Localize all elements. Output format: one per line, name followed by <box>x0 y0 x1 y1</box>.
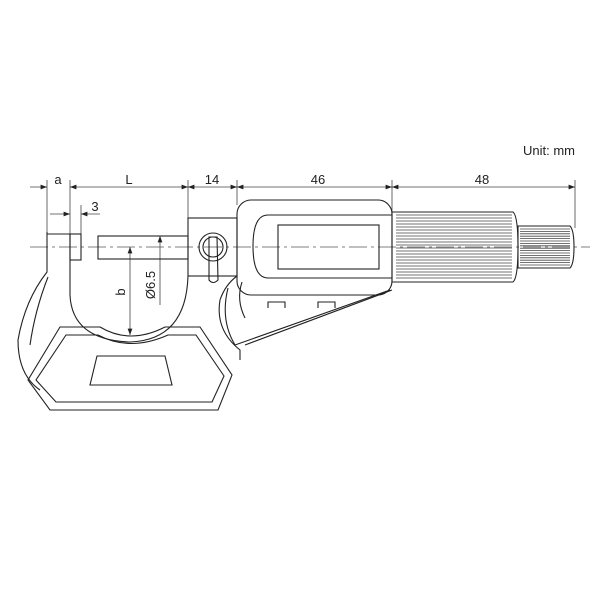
dim-3-label: 3 <box>91 199 98 214</box>
cushion-grip-pad <box>89 355 173 386</box>
dim-48-label: 48 <box>475 172 489 187</box>
dim-a-label: a <box>54 172 62 187</box>
dim-14-label: 14 <box>205 172 219 187</box>
lock-lever-ring[interactable] <box>198 232 228 262</box>
dim-diameter-label: Ø6.5 <box>143 271 158 299</box>
frame <box>17 232 391 391</box>
lock-lever[interactable] <box>208 236 219 284</box>
display-bezel <box>252 214 392 279</box>
dim-L-label: L <box>125 172 132 187</box>
dim-b-label: b <box>113 288 128 295</box>
ratchet-knob[interactable] <box>517 225 575 269</box>
anvil <box>69 233 82 261</box>
button-left[interactable] <box>267 301 286 308</box>
button-right[interactable] <box>317 301 336 308</box>
lcd-screen <box>277 224 380 270</box>
unit-label: Unit: mm <box>523 143 575 158</box>
spindle <box>97 235 189 260</box>
frame-cushion <box>27 326 233 411</box>
thimble[interactable] <box>391 211 519 283</box>
dimension-lines <box>30 184 575 335</box>
display-housing <box>236 199 393 296</box>
dim-46-label: 46 <box>311 172 325 187</box>
extension-lines <box>46 180 576 234</box>
